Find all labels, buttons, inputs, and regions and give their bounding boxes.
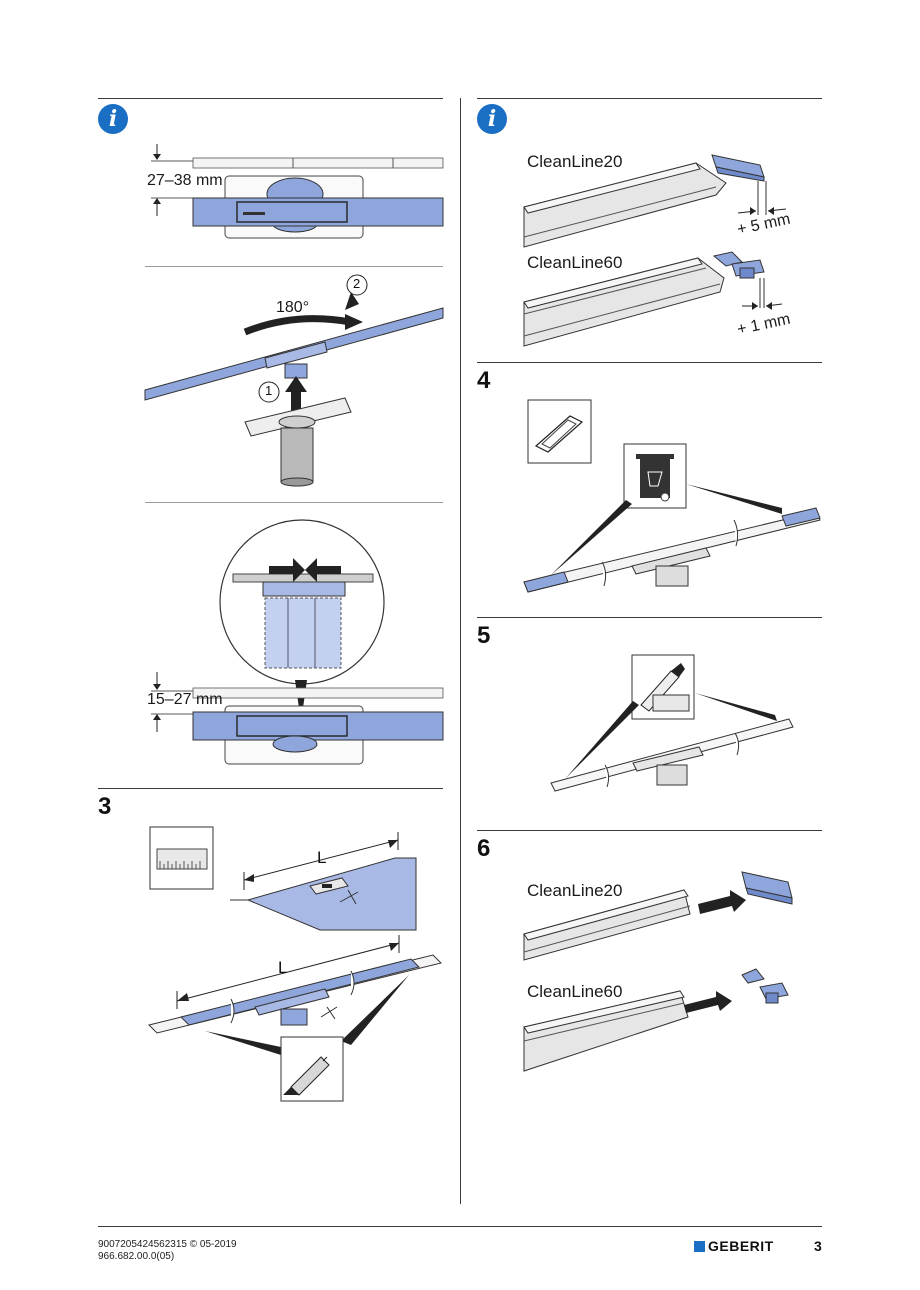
cleanline20-insert-end-cap-illustration [523,871,793,961]
step-6-rule [477,830,822,831]
drain-adjust-detail-illustration [151,519,444,765]
step-number: 3 [98,793,112,820]
step-1-marker: 1 [265,383,273,398]
ruler-icon [149,826,214,890]
measure-channel-illustration [148,935,442,1102]
step-2-marker: 2 [353,276,361,291]
dimension-label: 15–27 mm [147,691,223,708]
deburr-edges-illustration [550,654,794,792]
drain-top-view-illustration-1 [151,144,444,239]
rotation-label: 180° [276,299,310,316]
panel-divider-1 [145,266,443,267]
panel-divider-2 [145,502,443,503]
document-code: 9007205424562315 © 05-2019 [98,1239,237,1250]
top-rule-left [98,98,443,99]
cleanline60-profile-illustration [523,251,783,347]
variant-name: CleanLine20 [527,152,623,171]
footer-rule [98,1226,822,1227]
step-number: 4 [477,367,491,394]
measure-floor-illustration [230,832,417,931]
dimension-label: 27–38 mm [147,172,223,189]
length-label-bottom: L [278,958,288,977]
cleanline60-insert-end-cap-illustration [523,968,789,1072]
step-number: 5 [477,622,491,649]
document-reference: 966.682.00.0(05) [98,1251,175,1262]
recycle-packaging-illustration [523,399,821,593]
brand-name: GEBERIT [708,1238,774,1254]
top-rule-right [477,98,822,99]
step-4-rule [477,362,822,363]
step-3-rule [98,788,443,789]
variant-name: CleanLine60 [527,982,623,1001]
step-5-rule [477,617,822,618]
drain-rotate-illustration [144,274,444,487]
brand-logo: GEBERIT [694,1238,774,1254]
info-icon: i [477,104,507,134]
length-label-top: L [317,848,327,867]
step-number: 6 [477,835,491,862]
page-number: 3 [814,1238,822,1254]
column-divider [460,98,461,1204]
variant-name: CleanLine20 [527,881,623,900]
info-icon: i [98,104,128,134]
variant-name: CleanLine60 [527,253,623,272]
cleanline20-profile-illustration [523,154,787,248]
brand-square-icon [694,1241,705,1252]
